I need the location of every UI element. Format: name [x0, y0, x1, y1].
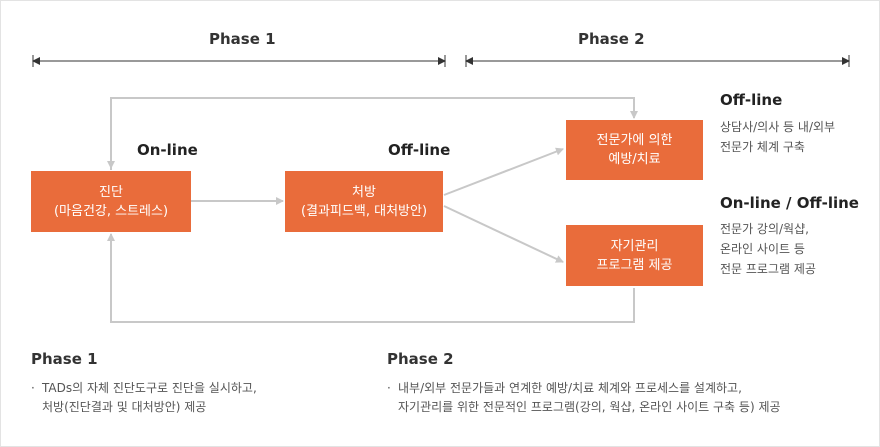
- phase1-label: Phase 1: [209, 30, 276, 48]
- loop-top: [110, 97, 638, 170]
- arrow-prescription-to-expert: [443, 147, 564, 196]
- diagnosis-box-subtitle: (마음건강, 스트레스): [53, 203, 169, 219]
- bullet-icon: ·: [387, 381, 391, 395]
- expert-box-title: 전문가에 의한: [596, 133, 673, 148]
- expert-box-subtitle: 예방/치료: [608, 152, 661, 167]
- program-description-line: 전문가 강의/웍샵,: [720, 222, 809, 236]
- prescription-mode-label: Off-line: [388, 141, 451, 159]
- summary-phase2-title: Phase 2: [387, 350, 454, 368]
- diagnosis-mode-label: On-line: [137, 141, 198, 159]
- diagnosis-box: 진단 (마음건강, 스트레스): [31, 171, 191, 232]
- expert-mode-label: Off-line: [720, 91, 783, 109]
- program-description-line: 전문 프로그램 제공: [720, 262, 816, 276]
- timeline-phase2: [465, 55, 850, 67]
- program-box-subtitle: 프로그램 제공: [596, 257, 673, 273]
- loop-bottom: [107, 233, 635, 323]
- summary-phase2-line: 내부/외부 전문가들과 연계한 예방/치료 체계와 프로세스를 설계하고,: [398, 381, 742, 395]
- program-box: 자기관리 프로그램 제공: [566, 225, 703, 286]
- phase2-label: Phase 2: [578, 30, 645, 48]
- expert-box: 전문가에 의한 예방/치료: [566, 120, 703, 180]
- expert-description-line: 상담사/의사 등 내/외부: [720, 120, 836, 134]
- program-description: 전문가 강의/웍샵, 온라인 사이트 등 전문 프로그램 제공: [720, 219, 816, 279]
- summary-phase1-text: · TADs의 자체 진단도구로 진단을 실시하고, 처방(진단결과 및 대처방…: [31, 379, 257, 417]
- timeline-phase1: [32, 55, 446, 67]
- prescription-box-subtitle: (결과피드백, 대처방안): [300, 203, 428, 219]
- bullet-icon: ·: [31, 381, 35, 395]
- summary-phase2-line: 자기관리를 위한 전문적인 프로그램(강의, 웍샵, 온라인 사이트 구축 등)…: [398, 400, 781, 414]
- program-box-title: 자기관리: [610, 238, 659, 254]
- prescription-box: 처방 (결과피드백, 대처방안): [285, 171, 443, 232]
- summary-phase1-line: 처방(진단결과 및 대처방안) 제공: [42, 400, 207, 414]
- expert-description: 상담사/의사 등 내/외부 전문가 체계 구축: [720, 117, 835, 157]
- arrow-prescription-to-program: [443, 205, 564, 263]
- expert-description-line: 전문가 체계 구축: [720, 140, 805, 154]
- program-description-line: 온라인 사이트 등: [720, 242, 805, 256]
- prescription-box-title: 처방: [352, 184, 376, 200]
- program-mode-label: On-line / Off-line: [720, 194, 859, 212]
- diagnosis-box-title: 진단: [99, 184, 123, 200]
- summary-phase1-title: Phase 1: [31, 350, 98, 368]
- summary-phase2-text: · 내부/외부 전문가들과 연계한 예방/치료 체계와 프로세스를 설계하고, …: [387, 379, 781, 417]
- summary-phase1-line: TADs의 자체 진단도구로 진단을 실시하고,: [42, 381, 257, 395]
